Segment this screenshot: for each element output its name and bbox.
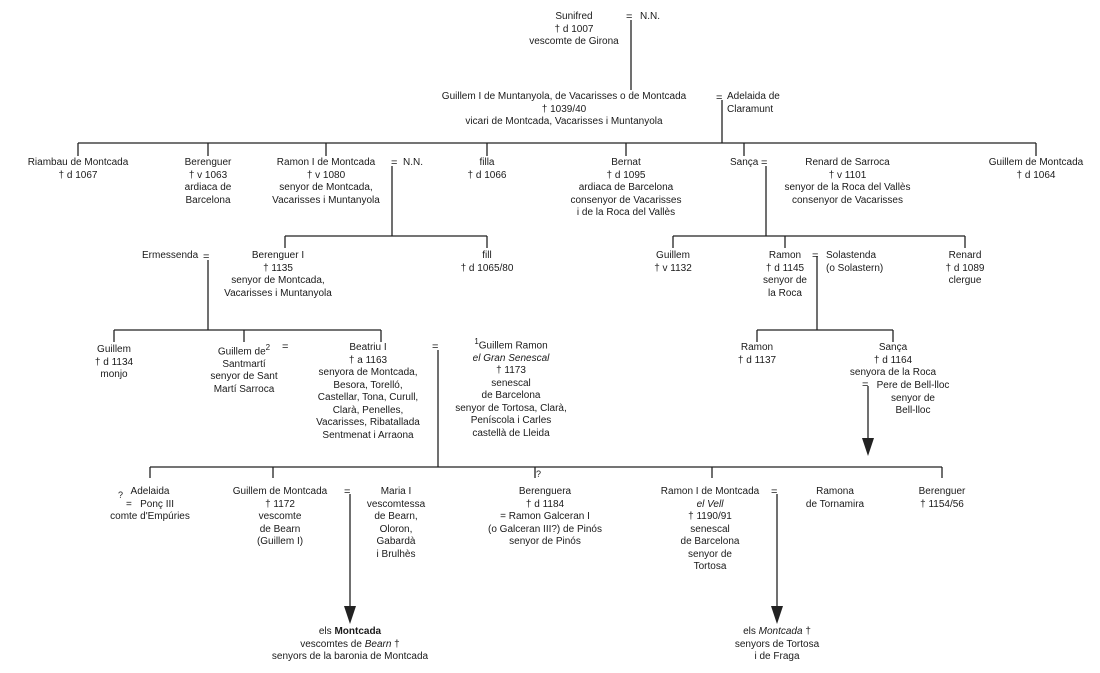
- person-guillem-1172: Guillem de Montcada † 1172 vescomte de B…: [232, 486, 328, 547]
- person-guillem-1064: Guillem de Montcada † d 1064: [988, 157, 1084, 181]
- marriage-sign: =: [812, 250, 819, 262]
- marriage-sign: =: [716, 92, 723, 104]
- person-guillem-1132: Guillem † v 1132: [654, 250, 692, 274]
- person-pere-bellloc: Pere de Bell-lloc senyor de Bell-lloc: [876, 380, 950, 416]
- marriage-sign: =: [761, 157, 768, 169]
- lineage-montcada-tortosa: els Montcada † senyors de Tortosa i de F…: [734, 626, 820, 662]
- uncertain-marker: ?: [536, 469, 542, 479]
- person-fill: fill † d 1065/80: [460, 250, 514, 274]
- person-maria-i: Maria I vescomtessa de Bearn, Oloron, Ga…: [366, 486, 426, 560]
- person-ramona-tornamira: Ramona de Tornamira: [805, 486, 865, 510]
- person-ermessenda: Ermessenda: [142, 250, 199, 261]
- uncertain-marker: ?: [118, 490, 124, 500]
- person-renard-sarroca: Renard de Sarroca † v 1101 senyor de la …: [784, 157, 911, 206]
- footnote-marker: 2: [265, 343, 271, 352]
- person-berenguer-1154: Berenguer † 1154/56: [918, 486, 966, 510]
- person-berenguera: Berenguera † d 1184 = Ramon Galceran I (…: [488, 486, 602, 547]
- person-adelaida-claramunt: Adelaida de Claramunt: [727, 91, 780, 115]
- person-berenguer-1063: Berenguer † v 1063 ardiaca de Barcelona: [184, 157, 232, 206]
- person-renard-1089: Renard † d 1089 clergue: [945, 250, 985, 286]
- person-ramon-i-montcada: Ramon I de Montcada † v 1080 senyor de M…: [272, 157, 380, 206]
- arrowhead-bearn: [344, 606, 356, 624]
- person-sunifred: Sunifred † d 1007 vescomte de Girona: [529, 11, 619, 47]
- arrowhead-tortosa: [771, 606, 783, 624]
- person-ramon-1145: Ramon † d 1145 senyor de la Roca: [763, 250, 807, 299]
- marriage-sign: =: [626, 11, 633, 23]
- person-beatriu-i: Beatriu I † a 1163 senyora de Montcada, …: [316, 342, 420, 441]
- arrowhead-bellloc: [862, 438, 874, 456]
- marriage-sign: =: [203, 251, 210, 263]
- person-guillem-ramon: 1Guillem Ramon el Gran Senescal † 1173 s…: [455, 337, 567, 439]
- person-guillem-monjo: Guillem † d 1134 monjo: [94, 344, 134, 380]
- marriage-sign: =: [391, 157, 398, 169]
- person-guillem-i-muntanyola: Guillem I de Muntanyola, de Vacarisses o…: [441, 91, 687, 127]
- marriage-sign: =: [282, 341, 289, 353]
- person-filla: filla † d 1066: [467, 157, 507, 181]
- person-adelaida-empuries: Adelaida = Ponç III comte d'Empúries: [110, 486, 190, 522]
- marriage-sign: =: [771, 486, 778, 498]
- person-riambau: Riambau de Montcada † d 1067: [27, 157, 129, 181]
- person-guillem-santmarti: Guillem de2 Santmartí senyor de Sant Mar…: [210, 343, 278, 395]
- person-solastenda: Solastenda (o Solastern): [826, 250, 884, 274]
- person-ramon-i-el-vell: Ramon I de Montcada el Vell † 1190/91 se…: [660, 486, 760, 572]
- marriage-sign: =: [344, 486, 351, 498]
- person-ramon-1137: Ramon † d 1137: [737, 342, 777, 366]
- person-berenguer-i: Berenguer I † 1135 senyor de Montcada, V…: [224, 250, 332, 299]
- marriage-sign: =: [862, 379, 869, 391]
- person-sanca: Sança: [730, 157, 759, 168]
- person-sanca-1164: Sança † d 1164 senyora de la Roca: [849, 342, 937, 378]
- person-nn-top: N.N.: [640, 11, 660, 22]
- person-nn-ramon: N.N.: [403, 157, 423, 168]
- footnote-marker: 1: [474, 337, 479, 346]
- marriage-sign: =: [432, 341, 439, 353]
- person-bernat: Bernat † d 1095 ardiaca de Barcelona con…: [570, 157, 682, 218]
- lineage-montcada-bearn: els Montcada vescomtes de Bearn † senyor…: [271, 626, 429, 662]
